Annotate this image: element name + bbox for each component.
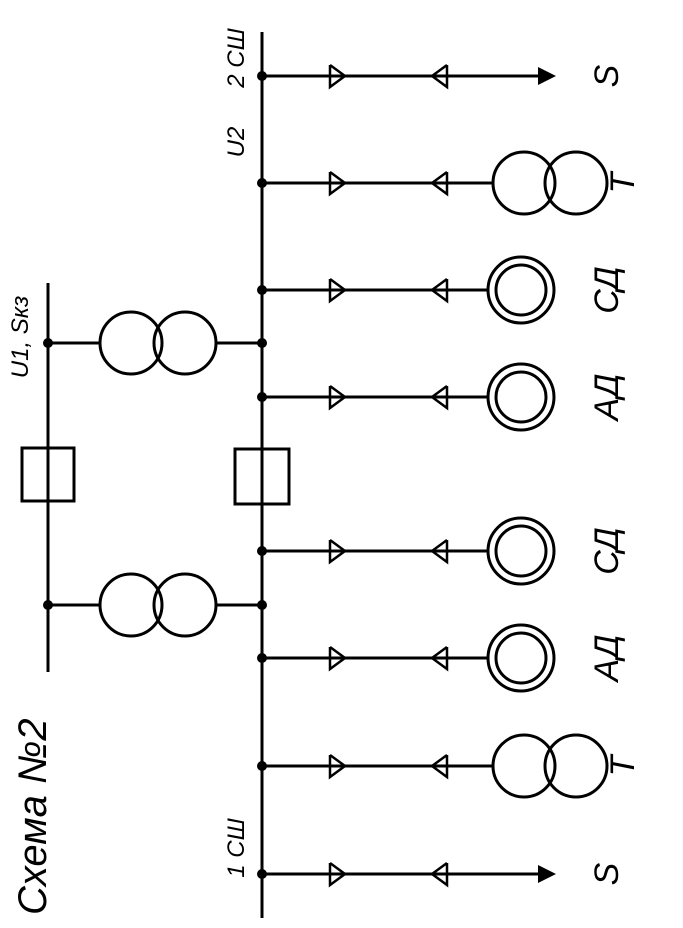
supply-transformer-1 xyxy=(48,572,267,638)
feeder-bus2-induction-motor xyxy=(257,362,556,432)
bus2-voltage-label: U2 xyxy=(223,127,250,158)
feeder-bus1-synchronous-motor xyxy=(257,516,556,586)
device-label-bus1-ad: АД xyxy=(588,635,626,684)
device-label-bus1-sd: СД xyxy=(588,527,626,574)
source-arrow-icon xyxy=(538,67,556,85)
motor-icon xyxy=(486,516,556,586)
device-label-bus2-t: T xyxy=(604,170,642,193)
motor-icon xyxy=(486,362,556,432)
device-label-bus1-t: T xyxy=(604,753,642,776)
source-arrow-icon xyxy=(538,865,556,883)
device-label-bus2-ad: АД xyxy=(588,374,626,423)
feeder-bus2-transformer xyxy=(257,150,609,216)
bus1-label: 1 СШ xyxy=(223,817,250,877)
transformer-winding-icon xyxy=(543,150,609,216)
feeder-bus1-s xyxy=(257,861,556,888)
feeder-bus1-transformer xyxy=(257,733,609,799)
scheme-title: Схема №2 xyxy=(11,718,55,915)
transformer-winding-icon xyxy=(543,733,609,799)
device-label-bus2-s: S xyxy=(588,64,626,87)
feeder-bus2-s xyxy=(257,63,556,90)
feeder-bus2-synchronous-motor xyxy=(257,255,556,325)
transformer-winding-icon xyxy=(491,733,557,799)
feeder-bus1-induction-motor xyxy=(257,623,556,693)
motor-icon xyxy=(486,623,556,693)
device-label-bus1-s: S xyxy=(588,862,626,885)
supply-breaker xyxy=(20,446,76,503)
transformer-winding-icon xyxy=(491,150,557,216)
motor-icon xyxy=(486,255,556,325)
device-label-bus2-sd: СД xyxy=(588,266,626,313)
bus2-label: 2 СШ xyxy=(223,27,250,88)
supply-label: U1, Sкз xyxy=(7,296,34,379)
supply-transformer-2 xyxy=(48,310,267,376)
bus-section-breaker xyxy=(233,447,291,506)
